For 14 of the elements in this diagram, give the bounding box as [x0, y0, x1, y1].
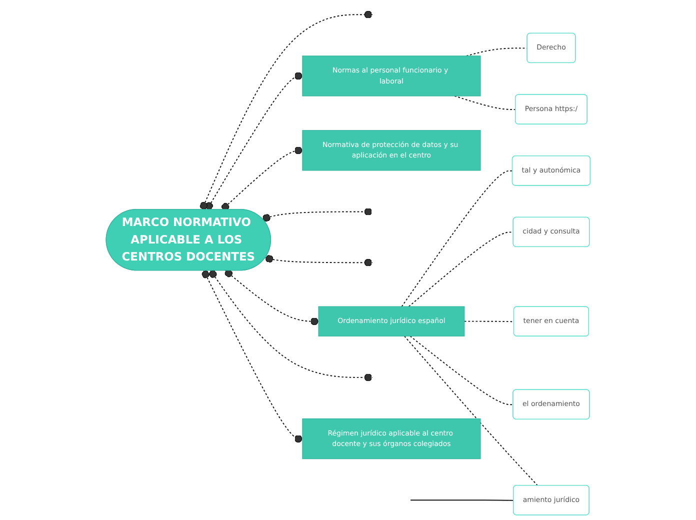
connector — [205, 72, 303, 210]
connector — [410, 500, 514, 501]
connector — [221, 146, 303, 211]
connector — [401, 170, 513, 308]
connector — [200, 10, 373, 210]
connector — [404, 336, 538, 486]
connector — [264, 254, 373, 266]
connector — [464, 320, 514, 322]
connector — [224, 269, 319, 326]
connector — [408, 232, 514, 308]
connector — [262, 208, 373, 222]
connector — [410, 336, 514, 406]
connector — [208, 270, 373, 382]
connector — [202, 270, 303, 443]
